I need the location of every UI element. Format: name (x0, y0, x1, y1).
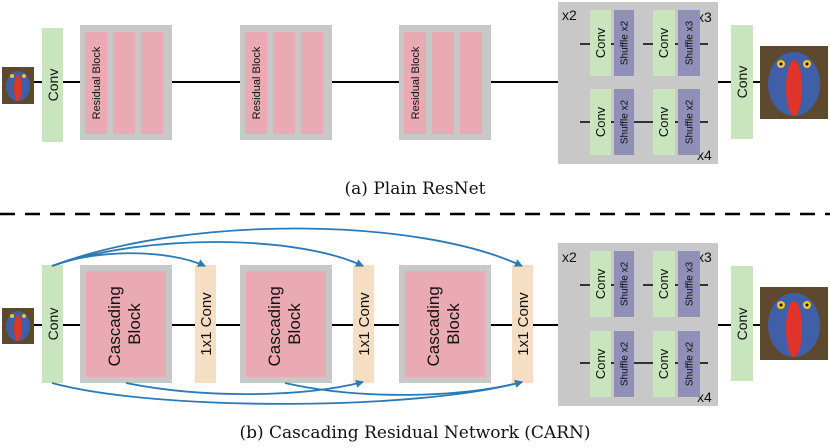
svg-text:Shuffle x2: Shuffle x2 (685, 341, 696, 386)
conv-in-label: Conv (45, 69, 61, 102)
carn-diagram: Conv Cascading Block Cascading Block Cas… (2, 227, 828, 443)
residual-block-label: Residual Block (410, 46, 422, 119)
conv-in-label: Conv (45, 308, 61, 341)
upsample-conv (590, 331, 611, 397)
svg-text:Conv: Conv (656, 268, 671, 299)
cascading-block-label: Cascading Block (265, 281, 304, 366)
plain-resnet-diagram: Conv Residual Block Residual Block Resid… (2, 2, 828, 199)
conv-in-block (42, 28, 63, 142)
conv-out-block (731, 25, 753, 139)
pixel-shuffle (678, 251, 700, 317)
cascading-block-label: Cascading Block (105, 281, 144, 366)
svg-text:Conv: Conv (593, 106, 608, 137)
pixel-shuffle (678, 10, 700, 76)
svg-text:Shuffle x2: Shuffle x2 (620, 261, 631, 306)
svg-text:Conv: Conv (656, 27, 671, 58)
upsample-conv (653, 251, 675, 317)
cascade-arrows-bottom (51, 379, 523, 405)
one-by-one-conv-1 (195, 265, 216, 383)
svg-text:1x1 Conv: 1x1 Conv (515, 292, 532, 356)
svg-text:Conv: Conv (656, 348, 671, 379)
one-by-one-conv-2 (353, 265, 374, 383)
upsample-conv (653, 331, 675, 397)
skip-arrow (284, 379, 523, 396)
mandrill-large-image (760, 287, 828, 360)
upsample-conv (590, 89, 611, 155)
conv-out-block (731, 266, 753, 381)
conv-out-label: Conv (734, 66, 750, 99)
caption-carn: (b) Cascading Residual Network (CARN) (239, 423, 590, 443)
cascading-block-3: Cascading Block (399, 265, 491, 383)
mandrill-small-image (2, 308, 34, 344)
svg-text:1x1 Conv: 1x1 Conv (198, 292, 215, 356)
residual-block-1: Residual Block (80, 25, 172, 140)
pixel-shuffle (678, 331, 700, 397)
svg-text:Conv: Conv (593, 268, 608, 299)
mandrill-small-image (2, 67, 34, 104)
svg-text:Shuffle x3: Shuffle x3 (685, 20, 696, 65)
svg-text:Conv: Conv (656, 106, 671, 137)
scale-x3-label: x3 (697, 249, 712, 265)
cascading-block-2: Cascading Block (240, 265, 332, 383)
pixel-shuffle (678, 89, 700, 155)
scale-x4-label: x4 (697, 147, 712, 163)
skip-arrow (125, 379, 364, 396)
scale-x2-label: x2 (562, 249, 577, 265)
caption-plain-resnet: (a) Plain ResNet (345, 179, 486, 199)
svg-text:Shuffle x2: Shuffle x2 (620, 99, 631, 144)
pixel-shuffle (614, 10, 634, 76)
svg-text:Shuffle x2: Shuffle x2 (620, 20, 631, 65)
svg-text:Conv: Conv (593, 348, 608, 379)
svg-text:Conv: Conv (593, 27, 608, 58)
residual-block-2: Residual Block (240, 25, 332, 140)
svg-text:Shuffle x3: Shuffle x3 (685, 261, 696, 306)
svg-text:Shuffle x2: Shuffle x2 (620, 341, 631, 386)
one-by-one-conv-3 (512, 265, 533, 383)
scale-x4-label: x4 (697, 389, 712, 405)
pixel-shuffle (614, 251, 634, 317)
mandrill-large-image (760, 46, 828, 119)
upsample-conv (653, 89, 675, 155)
upsample-conv (653, 10, 675, 76)
skip-arrow (51, 227, 523, 267)
cascading-block-1: Cascading Block (80, 265, 172, 383)
cascade-arrows-top (51, 227, 523, 267)
upsample-module: x2 x3 x4 Conv Shuffle x2 Conv Shuffle x3 (558, 243, 718, 406)
residual-block-3: Residual Block (399, 25, 491, 140)
upsample-module: x2 x3 x4 Conv Shuffle x2 Conv Shuffle x3 (558, 2, 718, 164)
residual-block-label: Residual Block (251, 46, 263, 119)
pixel-shuffle (614, 331, 634, 397)
skip-arrow (51, 379, 523, 405)
conv-out-label: Conv (734, 308, 750, 341)
skip-arrow (51, 241, 364, 267)
cascading-block-label: Cascading Block (424, 281, 463, 366)
scale-x2-label: x2 (562, 7, 577, 23)
scale-x3-label: x3 (697, 9, 712, 25)
upsample-conv (590, 10, 611, 76)
svg-text:Shuffle x2: Shuffle x2 (685, 99, 696, 144)
upsample-conv (590, 251, 611, 317)
conv-in-block (42, 265, 63, 383)
svg-text:1x1 Conv: 1x1 Conv (356, 292, 373, 356)
pixel-shuffle (614, 89, 634, 155)
residual-block-label: Residual Block (91, 46, 103, 119)
